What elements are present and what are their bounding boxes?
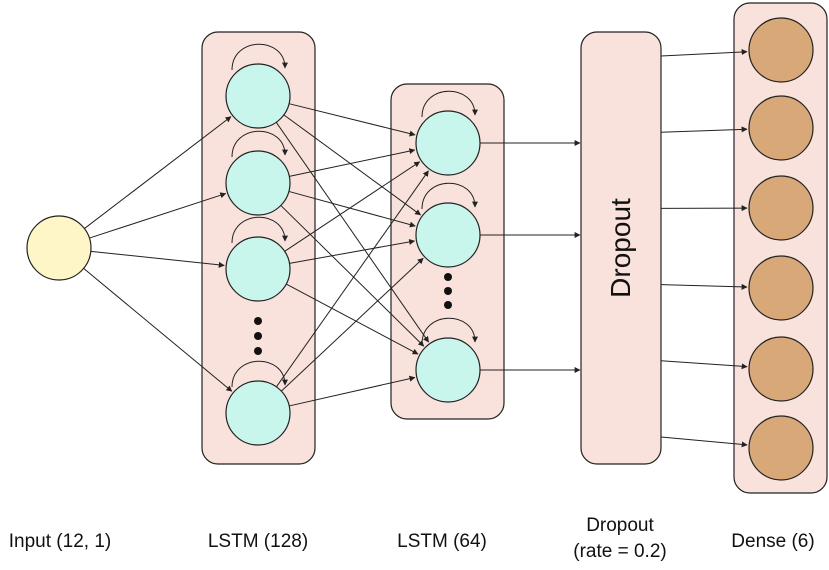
lstm128-recurrent-loop (231, 130, 288, 158)
dense-node-4 (748, 336, 814, 402)
lstm64-recurrent-loop (421, 317, 478, 345)
lstm128-node (225, 380, 291, 446)
edge-dropout-dense-4 (660, 360, 748, 370)
dense-node-0 (748, 17, 814, 83)
lstm128-unit-0 (225, 43, 291, 129)
lstm64-unit-1 (415, 182, 481, 268)
lstm128-ellipsis (254, 317, 262, 355)
edge-lstm128-3-lstm64-0 (276, 170, 429, 388)
edge-lstm128-0-lstm64-0 (288, 103, 416, 137)
lstm128-node (225, 236, 291, 302)
lstm64-layer-label: LSTM (64) (397, 531, 487, 552)
edge-dropout-dense-1 (660, 126, 748, 133)
lstm64-unit-2 (415, 317, 481, 403)
edge-lstm128-3-lstm64-2 (289, 375, 416, 407)
lstm128-recurrent-loop (231, 360, 288, 388)
lstm128-node (225, 63, 291, 129)
edge-lstm128-3-lstm64-1 (281, 257, 424, 392)
lstm64-recurrent-loop (421, 182, 478, 210)
lstm64-node (415, 110, 481, 176)
edge-input-lstm128-1 (89, 192, 227, 239)
input-node (26, 215, 92, 281)
lstm128-unit-1 (225, 130, 291, 216)
edge-lstm128-1-lstm64-2 (280, 205, 425, 347)
connections (83, 48, 748, 448)
edge-dropout-dense-5 (660, 436, 748, 448)
edge-lstm128-1-lstm64-0 (289, 148, 416, 177)
edge-lstm128-2-lstm64-0 (284, 161, 421, 252)
lstm128-unit-3 (225, 360, 291, 446)
lstm64-node (415, 202, 481, 268)
lstm64-ellipsis (444, 273, 452, 309)
dense-layer-label: Dense (6) (731, 531, 815, 552)
edge-input-lstm128-3 (83, 268, 233, 392)
edge-dropout-dense-3 (660, 283, 748, 290)
lstm128-node (225, 150, 291, 216)
dropout-label-line1: Dropout (586, 515, 654, 536)
dropout-layer-label: Dropout (rate = 0.2) (555, 513, 685, 565)
edge-lstm128-0-lstm64-2 (275, 122, 430, 343)
lstm64-recurrent-loop (421, 90, 478, 118)
lstm128-nodes (225, 43, 291, 446)
dense-node-5 (748, 415, 814, 481)
dense-node-1 (748, 95, 814, 161)
dense-node-2 (748, 175, 814, 241)
dense-node-3 (748, 255, 814, 321)
edge-dropout-dense-0 (660, 48, 748, 57)
lstm128-unit-2 (225, 216, 291, 302)
dropout-box-text: Dropout (605, 198, 636, 298)
dense-nodes (748, 17, 814, 481)
lstm64-node (415, 337, 481, 403)
lstm128-recurrent-loop (231, 216, 288, 244)
dropout-layer-box (580, 31, 662, 465)
lstm128-recurrent-loop (231, 43, 288, 71)
edge-input-lstm128-0 (84, 116, 232, 229)
edge-lstm128-2-lstm64-1 (289, 238, 416, 264)
edge-input-lstm128-2 (90, 250, 225, 268)
edge-lstm128-0-lstm64-1 (283, 114, 422, 216)
input-layer-label: Input (12, 1) (8, 531, 112, 552)
lstm64-nodes (415, 90, 481, 403)
edge-lstm128-2-lstm64-2 (286, 283, 419, 355)
lstm64-unit-0 (415, 90, 481, 176)
lstm128-layer-label: LSTM (128) (207, 531, 309, 552)
dropout-label-line2: (rate = 0.2) (573, 541, 667, 562)
